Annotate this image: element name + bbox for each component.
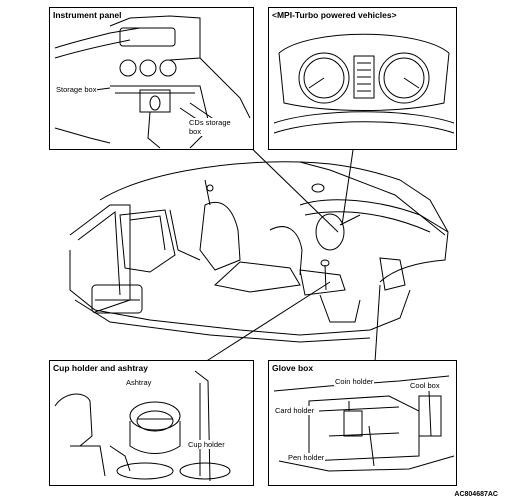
- cds-storage-box-line2: box: [189, 127, 202, 136]
- card-holder-label: Card holder: [274, 406, 316, 415]
- cds-storage-box-line1: CDs storage: [189, 118, 231, 127]
- cool-box-label: Cool box: [409, 381, 441, 390]
- storage-box-label: Storage box: [55, 85, 98, 94]
- cds-storage-box-label: CDs storage box: [188, 118, 232, 136]
- panel-instrument-panel: Instrument panel Storage box CDs storage…: [49, 7, 254, 150]
- instrument-panel-drawing: [54, 15, 251, 149]
- figure-code: AC804687AC: [454, 491, 498, 498]
- instrument-cluster-drawing: [273, 33, 455, 134]
- coin-holder-label: Coin holder: [334, 377, 375, 386]
- pen-holder-label: Pen holder: [287, 453, 326, 462]
- panel-mpi-turbo: <MPI-Turbo powered vehicles>: [268, 7, 457, 150]
- instrument-panel-title: Instrument panel: [53, 10, 122, 20]
- glove-box-title: Glove box: [272, 363, 314, 373]
- cup-holder-drawing: [54, 370, 231, 482]
- mpi-turbo-title: <MPI-Turbo powered vehicles>: [272, 10, 397, 20]
- panel-glove-box: Glove box Coin holder Cool box Card hold…: [268, 360, 457, 486]
- cup-holder-label: Cup holder: [187, 440, 226, 449]
- cup-holder-ashtray-title: Cup holder and ashtray: [53, 363, 148, 373]
- panel-cup-holder-ashtray: Cup holder and ashtray Ashtray Cup holde…: [49, 360, 254, 486]
- ashtray-label: Ashtray: [125, 378, 153, 387]
